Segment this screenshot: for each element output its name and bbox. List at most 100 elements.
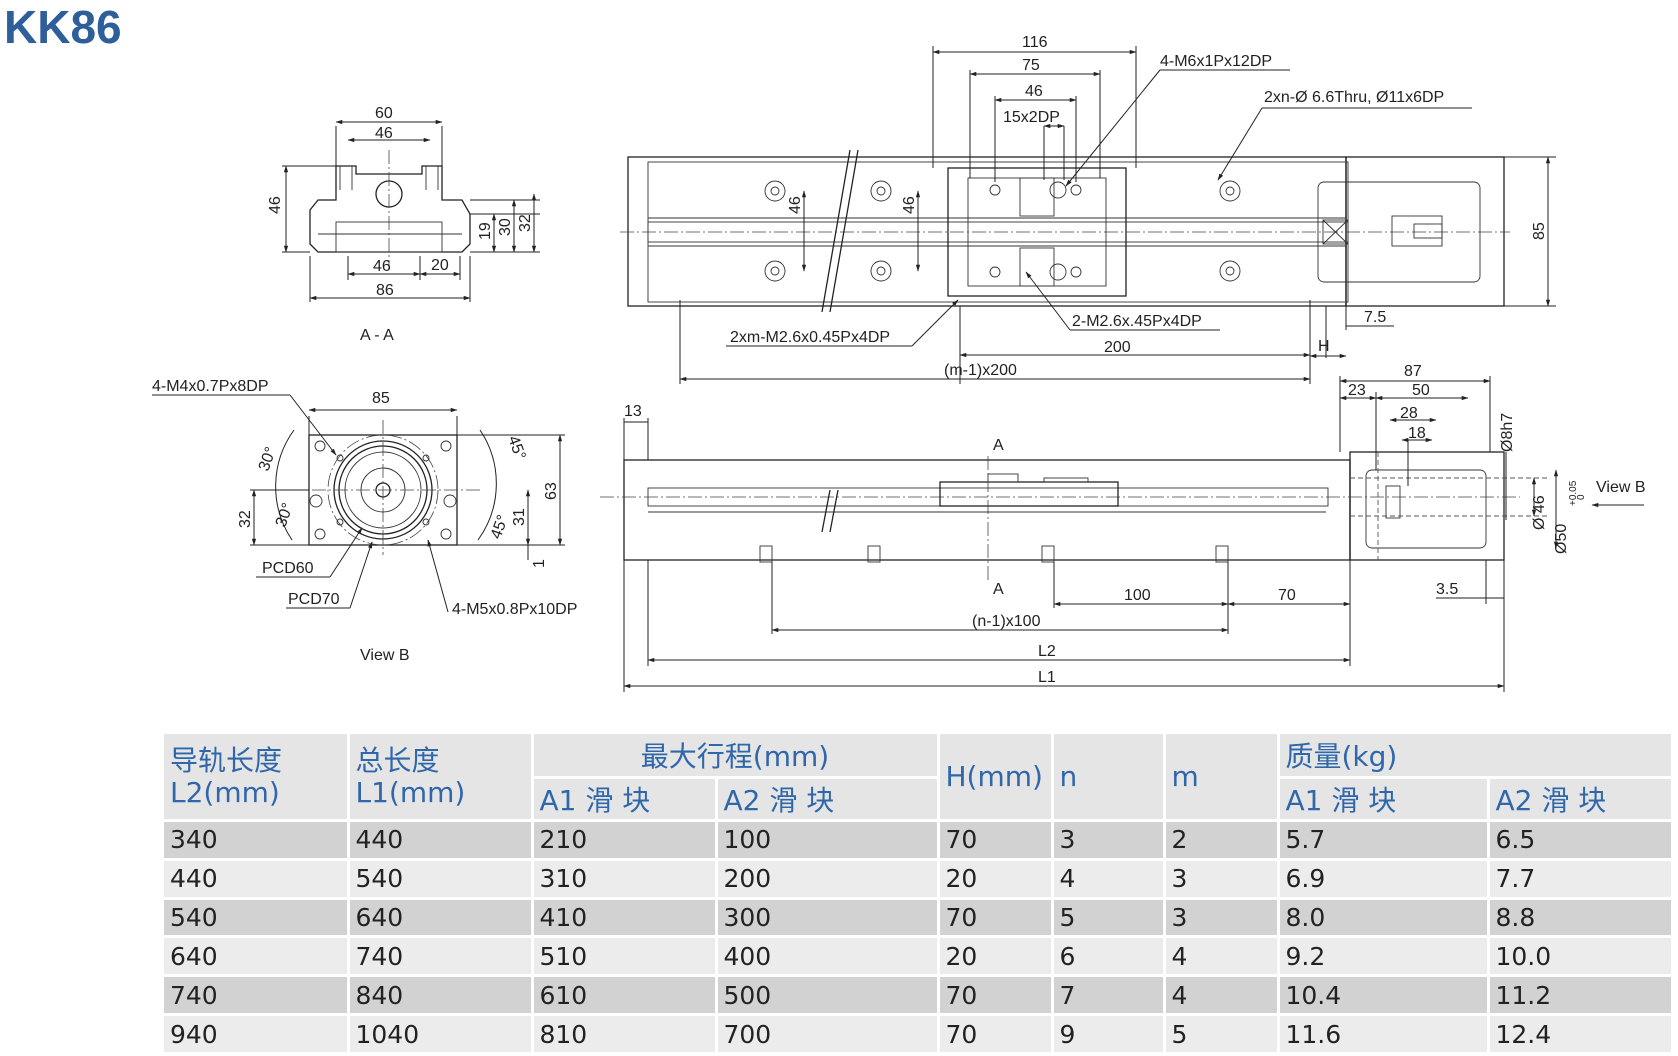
header-max-stroke: 最大行程(mm) [532, 734, 940, 778]
side-view-b-label: View B [1596, 479, 1646, 496]
cell-stroke-a2: 200 [716, 857, 940, 899]
cell-mass-a1: 9.2 [1278, 935, 1490, 976]
cell-mass-a1: 8.0 [1278, 896, 1490, 937]
cell-m: 3 [1164, 896, 1280, 937]
top-dim-46b: 46 [901, 196, 918, 214]
viewb-dim-63: 63 [543, 482, 560, 500]
cell-mass-a2: 7.7 [1488, 857, 1674, 899]
viewb-dim-85: 85 [372, 390, 390, 407]
side-section-a-top: A [993, 437, 1004, 454]
cell-stroke-a2: 700 [716, 1013, 940, 1052]
cell-stroke-a2: 500 [716, 974, 940, 1015]
aa-dim-46-top: 46 [375, 125, 393, 142]
cell-mass-a1: 10.4 [1278, 974, 1490, 1015]
aa-dim-20: 20 [431, 257, 449, 274]
top-callout-m26-a: 2xm-M2.6x0.45Px4DP [730, 329, 890, 346]
cell-total-length: 740 [348, 935, 534, 976]
top-dim-75: 75 [1022, 57, 1040, 74]
cell-mass-a2: 11.2 [1488, 974, 1674, 1015]
cell-m: 4 [1164, 974, 1280, 1015]
cell-m: 3 [1164, 857, 1280, 899]
cell-rail-length: 940 [164, 1013, 350, 1052]
side-tol-upper: +0.05 [1568, 480, 1579, 506]
top-dim-46w: 46 [1025, 83, 1043, 100]
side-dim-50-dia: Ø50 [1553, 524, 1570, 554]
top-dim-200: 200 [1104, 339, 1131, 356]
cell-mass-a1: 11.6 [1278, 1013, 1490, 1052]
viewb-dim-1: 1 [531, 559, 548, 568]
side-dim-100: 100 [1124, 587, 1151, 604]
section-aa-label: A - A [360, 327, 394, 344]
cell-total-length: 1040 [348, 1013, 534, 1052]
cell-n: 4 [1052, 857, 1166, 899]
cell-stroke-a1: 410 [532, 896, 718, 937]
aa-dim-30: 30 [497, 218, 514, 236]
top-dim-85: 85 [1531, 222, 1548, 240]
side-dim-87: 87 [1404, 363, 1422, 380]
cell-h: 20 [938, 935, 1054, 976]
side-dim-18: 18 [1408, 425, 1426, 442]
header-h: H(mm) [938, 734, 1054, 821]
side-dim-13: 13 [624, 403, 642, 420]
side-dim-n: (n-1)x100 [972, 613, 1041, 630]
aa-dim-46-bot: 46 [373, 258, 391, 275]
aa-dim-32: 32 [517, 214, 534, 232]
cell-n: 3 [1052, 819, 1166, 860]
header-mass-a1: A1 滑 块 [1278, 776, 1490, 821]
cell-stroke-a1: 210 [532, 819, 718, 860]
top-dim-15x2dp: 15x2DP [1003, 109, 1060, 126]
cell-stroke-a2: 300 [716, 896, 940, 937]
cell-h: 70 [938, 819, 1054, 860]
cell-mass-a1: 6.9 [1278, 857, 1490, 899]
top-dim-116: 116 [1022, 34, 1048, 51]
cell-total-length: 540 [348, 857, 534, 899]
cell-stroke-a1: 510 [532, 935, 718, 976]
cell-h: 70 [938, 1013, 1054, 1052]
top-callout-m6: 4-M6x1Px12DP [1160, 53, 1272, 70]
cell-total-length: 440 [348, 819, 534, 860]
top-callout-m26-b: 2-M2.6x.45Px4DP [1072, 313, 1202, 330]
header-mass-a2: A2 滑 块 [1488, 776, 1674, 821]
cell-h: 70 [938, 896, 1054, 937]
cell-rail-length: 640 [164, 935, 350, 976]
top-callout-thru: 2xn-Ø 6.6Thru, Ø11x6DP [1264, 89, 1444, 106]
side-dim-46: Ø 46 [1531, 495, 1548, 530]
cell-stroke-a1: 310 [532, 857, 718, 899]
cell-total-length: 840 [348, 974, 534, 1015]
viewb-callout-m4: 4-M4x0.7Px8DP [152, 378, 269, 395]
top-dim-m: (m-1)x200 [944, 362, 1017, 379]
cell-n: 5 [1052, 896, 1166, 937]
side-view: A A 13 87 23 50 28 18 Ø8h7 Ø 46 Ø50 +0.0… [600, 363, 1646, 692]
page-title: KK86 [4, 1, 122, 53]
header-stroke-a1: A1 滑 块 [532, 776, 718, 821]
viewb-angle-45-top: 45° [504, 434, 528, 463]
cell-mass-a2: 8.8 [1488, 896, 1674, 937]
cell-n: 7 [1052, 974, 1166, 1015]
side-section-a-bottom: A [993, 581, 1004, 598]
aa-dim-46-h: 46 [267, 196, 284, 214]
aa-dim-60: 60 [375, 105, 393, 122]
side-dim-70: 70 [1278, 587, 1296, 604]
side-dim-3-5: 3.5 [1436, 581, 1458, 598]
header-n: n [1052, 734, 1166, 821]
cell-m: 4 [1164, 935, 1280, 976]
aa-dim-19: 19 [477, 222, 494, 240]
side-dim-l2: L2 [1038, 643, 1056, 660]
top-dim-7-5: 7.5 [1364, 309, 1386, 326]
cell-rail-length: 540 [164, 896, 350, 937]
viewb-angle-45-bot: 45° [488, 513, 512, 542]
header-m: m [1164, 734, 1280, 821]
top-dim-46a: 46 [787, 196, 804, 214]
viewb-angle-30-bot: 30° [273, 501, 297, 530]
viewb-angle-30-top: 30° [256, 445, 280, 474]
viewb-dim-31: 31 [511, 508, 528, 526]
cell-stroke-a2: 400 [716, 935, 940, 976]
section-aa-view: 60 46 46 19 30 32 46 20 86 A - A [267, 105, 540, 344]
